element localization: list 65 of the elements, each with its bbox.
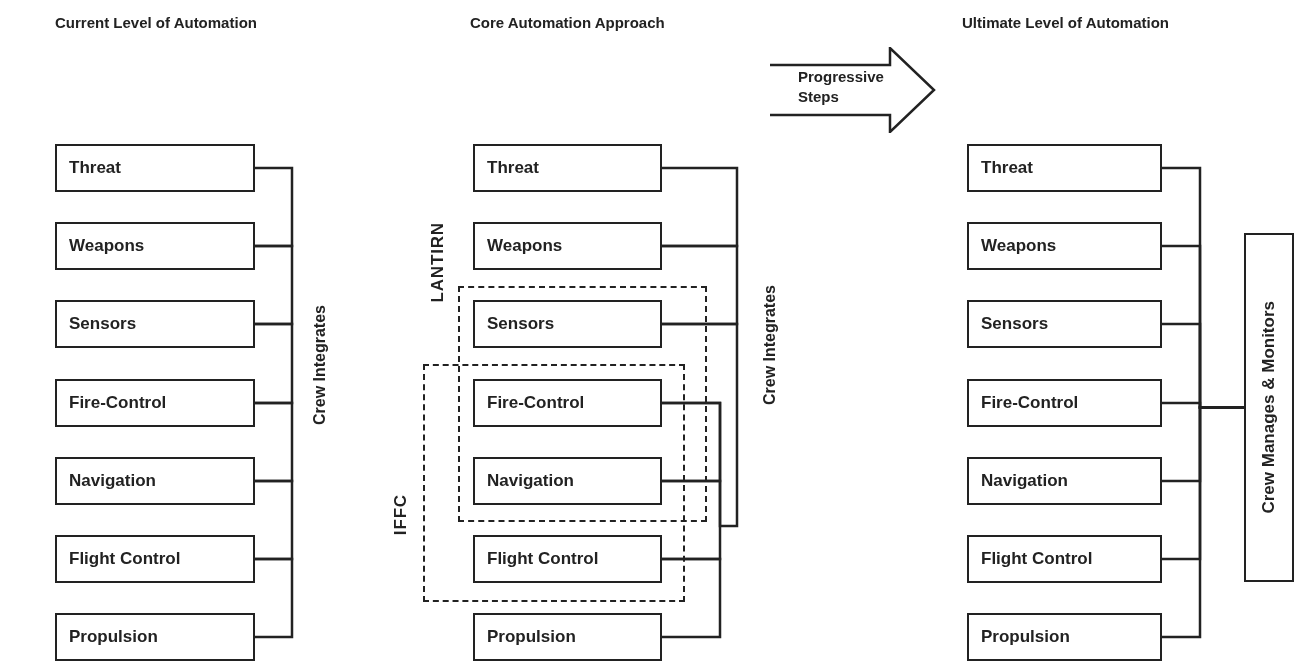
group-label: IFFC <box>389 494 411 536</box>
box-label: Navigation <box>487 470 574 493</box>
column-heading: Current Level of Automation <box>55 13 257 33</box>
box-label: Weapons <box>69 235 145 258</box>
connector-line <box>662 557 722 639</box>
box-label: Flight Control <box>487 548 599 571</box>
subsystem-box <box>967 613 1162 661</box>
connector-line <box>662 244 739 326</box>
box-label: Propulsion <box>981 626 1070 649</box>
subsystem-box <box>55 300 255 348</box>
box-label: Weapons <box>981 235 1057 258</box>
subsystem-box <box>473 144 662 192</box>
connector-line <box>662 401 722 483</box>
box-label: Fire-Control <box>69 392 167 415</box>
box-label: Fire-Control <box>487 392 585 415</box>
connector-line <box>255 479 294 561</box>
connector-line <box>255 322 294 405</box>
subsystem-box <box>473 613 662 661</box>
column-heading: Ultimate Level of Automation <box>962 13 1169 33</box>
connector-line <box>662 322 739 528</box>
connector-line <box>255 401 294 483</box>
subsystem-box <box>473 457 662 505</box>
arrow-label: Progressive Steps <box>798 67 885 107</box>
subsystem-box <box>55 144 255 192</box>
box-label: Flight Control <box>981 548 1093 571</box>
subsystem-box <box>967 379 1162 427</box>
bus-label: Crew Integrates <box>310 305 329 426</box>
column-heading: Core Automation Approach <box>470 13 665 33</box>
subsystem-box <box>55 535 255 583</box>
subsystem-box <box>55 457 255 505</box>
box-label: Threat <box>487 157 539 180</box>
subsystem-box <box>967 457 1162 505</box>
box-label: Weapons <box>487 235 563 258</box>
subsystem-box <box>967 144 1162 192</box>
box-label: Sensors <box>69 313 137 336</box>
connector-line <box>255 166 294 248</box>
box-label: Crew Manages & Monitors <box>1258 301 1280 514</box>
crew-box <box>1244 233 1294 582</box>
subsystem-box <box>967 222 1162 270</box>
connector-line <box>1162 406 1244 639</box>
box-label: Threat <box>69 157 121 180</box>
box-label: Flight Control <box>69 548 181 571</box>
subsystem-box <box>473 535 662 583</box>
connector-line <box>255 244 294 326</box>
subsystem-box <box>55 613 255 661</box>
bus-label: Crew Integrates <box>760 285 779 406</box>
box-label: Fire-Control <box>981 392 1079 415</box>
box-label: Propulsion <box>69 626 158 649</box>
subsystem-box <box>55 379 255 427</box>
group-label: LANTIRN <box>426 222 448 303</box>
subsystem-box <box>55 222 255 270</box>
subsystem-box <box>473 222 662 270</box>
box-label: Navigation <box>69 470 156 493</box>
box-label: Navigation <box>981 470 1068 493</box>
box-label: Sensors <box>487 313 555 336</box>
subsystem-box <box>473 379 662 427</box>
subsystem-box <box>473 300 662 348</box>
subsystem-box <box>967 535 1162 583</box>
box-label: Propulsion <box>487 626 576 649</box>
connector-line <box>255 557 294 639</box>
connector-line <box>662 479 722 561</box>
box-label: Threat <box>981 157 1033 180</box>
connector-line <box>662 166 739 248</box>
box-label: Sensors <box>981 313 1049 336</box>
subsystem-box <box>967 300 1162 348</box>
